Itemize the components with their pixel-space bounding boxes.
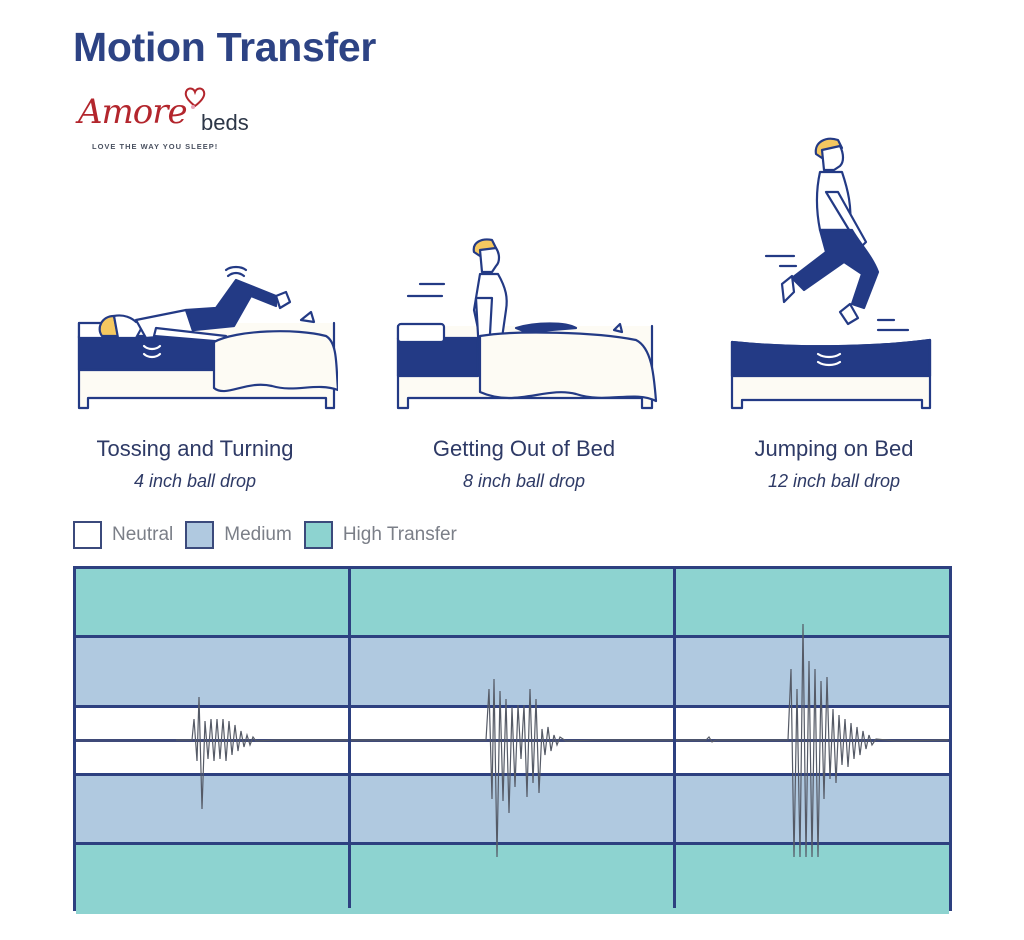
motion-transfer-chart bbox=[73, 566, 952, 914]
page-title: Motion Transfer bbox=[73, 24, 377, 70]
person-tossing-in-bed-icon bbox=[76, 258, 338, 410]
amore-beds-logo: Amore beds LOVE THE WAY YOU SLEEP! bbox=[78, 87, 268, 158]
grid-line bbox=[76, 635, 949, 638]
legend-swatch-neutral bbox=[73, 521, 102, 549]
waveform-12-inch bbox=[676, 623, 949, 858]
band-medium-bottom bbox=[76, 775, 949, 844]
person-getting-out-of-bed-icon bbox=[396, 236, 658, 411]
logo-tagline: LOVE THE WAY YOU SLEEP! bbox=[92, 142, 219, 151]
heart-icon bbox=[184, 87, 206, 109]
grid-line bbox=[76, 705, 949, 708]
scenario-title: Jumping on Bed bbox=[754, 436, 914, 461]
grid-line bbox=[76, 842, 949, 845]
scenario-caption-jumping: Jumping on Bed 12 inch ball drop bbox=[684, 436, 984, 492]
scenario-caption-tossing: Tossing and Turning 4 inch ball drop bbox=[45, 436, 345, 492]
person-jumping-on-bed-icon bbox=[730, 134, 935, 414]
scenario-title: Tossing and Turning bbox=[96, 436, 294, 461]
vibration-waveforms bbox=[176, 623, 949, 858]
baseline bbox=[76, 739, 949, 742]
scenario-subtitle: 4 inch ball drop bbox=[133, 471, 257, 491]
legend-label: Neutral bbox=[112, 524, 174, 545]
legend-item-high-transfer: High Transfer bbox=[303, 521, 457, 549]
scenario-title: Getting Out of Bed bbox=[432, 436, 616, 461]
waveform-4-inch bbox=[176, 696, 348, 810]
scenario-subtitle: 8 inch ball drop bbox=[462, 471, 586, 491]
band-high-transfer-bottom bbox=[76, 844, 949, 914]
legend: Neutral Medium High Transfer bbox=[73, 521, 469, 549]
logo-brand-suffix: beds bbox=[201, 110, 249, 135]
legend-swatch-high-transfer bbox=[303, 521, 333, 549]
legend-label: High Transfer bbox=[342, 524, 457, 545]
grid-line bbox=[76, 773, 949, 776]
legend-label: Medium bbox=[224, 524, 292, 545]
waveform-8-inch bbox=[351, 678, 673, 858]
scenario-subtitle: 12 inch ball drop bbox=[767, 471, 901, 491]
panel-divider bbox=[673, 569, 676, 908]
scenario-caption-getting-out: Getting Out of Bed 8 inch ball drop bbox=[374, 436, 674, 492]
legend-swatch-medium bbox=[185, 521, 215, 549]
legend-item-medium: Medium bbox=[185, 521, 292, 549]
logo-brand-script: Amore bbox=[78, 92, 188, 132]
panel-divider bbox=[348, 569, 351, 908]
legend-item-neutral: Neutral bbox=[73, 521, 173, 549]
